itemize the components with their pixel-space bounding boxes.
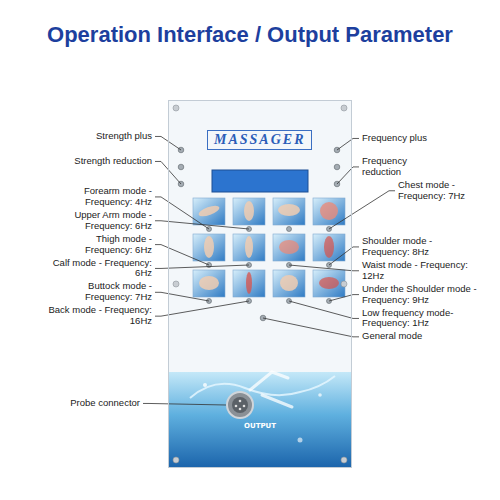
callout-label: Buttock mode - Frequency: 7Hz — [47, 281, 152, 303]
mode-tile — [313, 270, 345, 297]
callout-label: Under the Shoulder mode - Frequency: 9Hz — [362, 284, 477, 306]
panel-face — [168, 100, 352, 468]
body-part — [199, 276, 219, 290]
body-part — [244, 201, 254, 221]
body-part — [280, 275, 298, 291]
callout-label: Strength plus — [47, 131, 152, 142]
body-part — [324, 236, 334, 258]
leader-line — [155, 245, 209, 265]
leader-line — [289, 301, 359, 318]
leader-line — [329, 247, 359, 265]
mode-tile — [233, 234, 265, 261]
brand-label: MASSAGER — [207, 130, 312, 150]
body-part — [279, 240, 299, 254]
body-part — [320, 202, 338, 220]
body-part — [197, 203, 220, 218]
callout-label: General mode — [362, 331, 477, 342]
screw — [341, 457, 347, 463]
mode-tile — [313, 198, 345, 225]
callout-label: Chest mode - Frequency: 7Hz — [398, 180, 493, 202]
leader-line — [263, 318, 359, 337]
callout-label: Back mode - Frequency: 16Hz — [47, 305, 152, 327]
mode-tile — [273, 198, 305, 225]
screw — [173, 105, 179, 111]
leader-line — [337, 167, 359, 184]
connector-pin — [243, 405, 246, 408]
screw — [341, 105, 347, 111]
screw — [173, 457, 179, 463]
leader-line — [329, 295, 359, 301]
leader-line — [337, 138, 359, 150]
mode-tile — [273, 270, 305, 297]
body-part — [319, 277, 339, 289]
callout-label: Probe connector — [30, 398, 140, 409]
bubble — [203, 383, 207, 387]
leader-line — [143, 403, 226, 405]
water-picture — [169, 372, 351, 467]
leader-line — [155, 292, 209, 301]
bubble — [318, 393, 322, 397]
callout-label: Calf mode - Frequency: 6Hz — [47, 258, 152, 280]
button — [334, 164, 340, 170]
screw — [341, 281, 347, 287]
leader-line — [155, 265, 249, 268]
swimmer-figure — [250, 372, 292, 407]
mode-tile — [233, 198, 265, 225]
callout-label: Thigh mode - Frequency: 6Hz — [47, 234, 152, 256]
connector-pin — [235, 405, 238, 408]
leader-line — [155, 301, 249, 316]
bubble — [298, 438, 303, 443]
leader-line — [329, 191, 395, 229]
probe-connector — [227, 392, 253, 418]
screw — [173, 281, 179, 287]
mode-tile — [233, 270, 265, 297]
button — [178, 164, 184, 170]
mode-tile — [193, 234, 225, 261]
leader-line — [155, 221, 249, 229]
lcd-display — [212, 170, 308, 192]
leader-line — [289, 265, 359, 271]
connector-pin — [239, 400, 242, 403]
body-part — [246, 272, 252, 294]
callout-label: Frequency reduction — [362, 156, 422, 178]
body-part — [278, 204, 300, 216]
body-part — [204, 236, 214, 258]
callout-label: Low frequency mode-Frequency: 1Hz — [362, 308, 477, 330]
connector-pin — [239, 408, 242, 411]
button — [287, 227, 292, 232]
callout-label: Shoulder mode - Frequency: 8Hz — [362, 236, 477, 258]
port-label: OUTPUT — [244, 422, 276, 430]
mode-tile — [193, 270, 225, 297]
callout-label: Waist mode - Frequency: 12Hz — [362, 260, 477, 282]
mode-tile — [273, 234, 305, 261]
callout-label: Forearm mode - Frequency: 4Hz — [47, 186, 152, 208]
control-panel: MASSAGER OUTPUT — [168, 100, 352, 468]
mode-tile — [193, 198, 225, 225]
body-part — [245, 236, 253, 258]
callout-label: Upper Arm mode - Frequency: 6Hz — [47, 210, 152, 232]
page-title: Operation Interface / Output Parameter — [0, 22, 500, 48]
callout-label: Strength reduction — [47, 156, 152, 167]
callout-label: Frequency plus — [362, 133, 477, 144]
connector-socket — [232, 397, 248, 413]
